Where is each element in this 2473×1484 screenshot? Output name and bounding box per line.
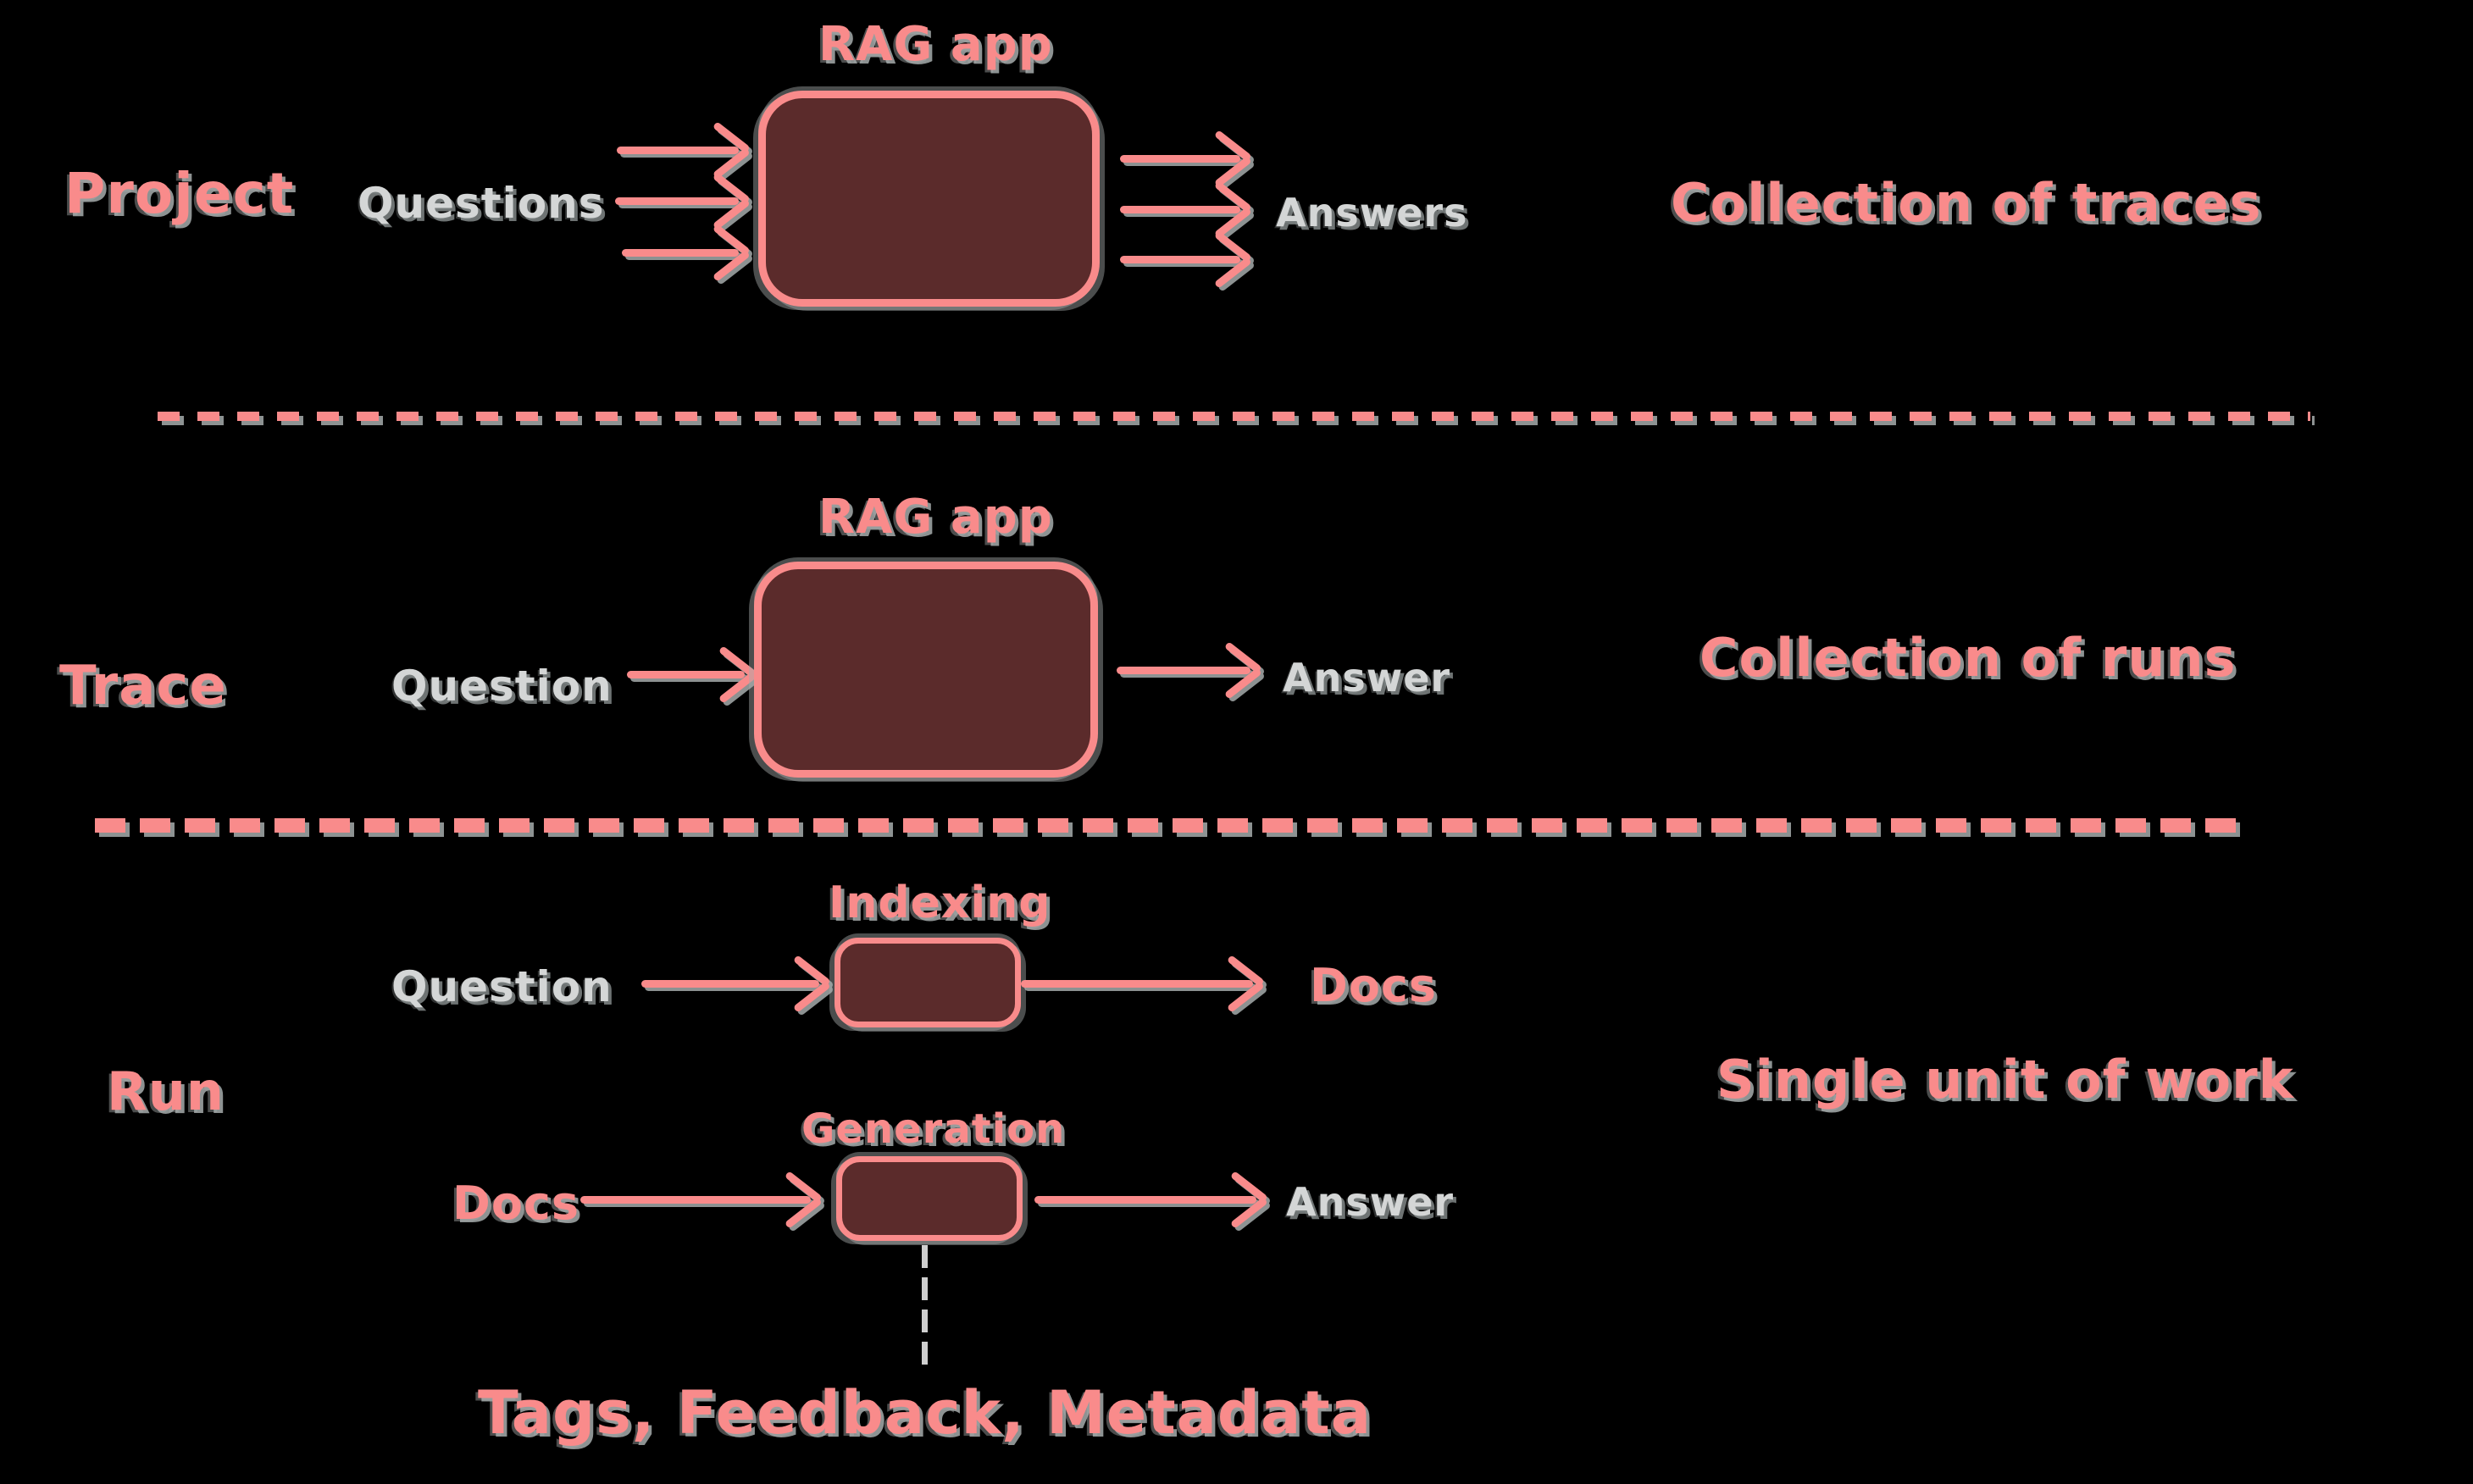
right-arrow-icon [1120, 179, 1247, 240]
dashed-separator [95, 818, 2242, 833]
run-note: Single unit of work [1716, 1049, 2294, 1110]
generation-box-title: Generation [801, 1105, 1066, 1153]
trace-input-label: Question [391, 662, 613, 711]
project-note: Collection of traces [1671, 172, 2262, 234]
indexing-input-label: Question [391, 962, 613, 1011]
run-row-label: Run [107, 1060, 225, 1122]
project-box-title: RAG app [818, 17, 1053, 72]
right-arrow-icon [627, 644, 751, 705]
trace-note: Collection of runs [1699, 627, 2237, 689]
right-arrow-icon [1034, 1169, 1263, 1230]
generation-input-label: Docs [452, 1177, 580, 1230]
right-arrow-icon [1120, 128, 1247, 189]
right-arrow-icon [580, 1169, 818, 1230]
project-input-label: Questions [358, 179, 605, 228]
right-arrow-icon [1120, 229, 1247, 290]
rag-app-box [754, 562, 1098, 778]
run-annotation: Tags, Feedback, Metadata [478, 1378, 1372, 1448]
right-arrow-icon [1117, 640, 1257, 700]
indexing-box [834, 938, 1021, 1027]
right-arrow-icon [617, 119, 746, 180]
project-output-label: Answers [1276, 190, 1468, 235]
dashed-separator [158, 412, 2310, 421]
trace-output-label: Answer [1283, 655, 1451, 700]
trace-box-title: RAG app [818, 490, 1053, 545]
rag-app-box [758, 91, 1100, 307]
indexing-box-title: Indexing [829, 878, 1051, 928]
right-arrow-icon [622, 222, 746, 283]
indexing-output-label: Docs [1310, 959, 1438, 1012]
vertical-dashed-connector [922, 1245, 928, 1367]
generation-box [836, 1156, 1023, 1241]
project-row-label: Project [64, 161, 295, 226]
right-arrow-icon [615, 170, 746, 231]
generation-output-label: Answer [1286, 1179, 1455, 1225]
right-arrow-icon [1021, 953, 1260, 1014]
right-arrow-icon [641, 953, 826, 1014]
trace-row-label: Trace [59, 655, 227, 717]
